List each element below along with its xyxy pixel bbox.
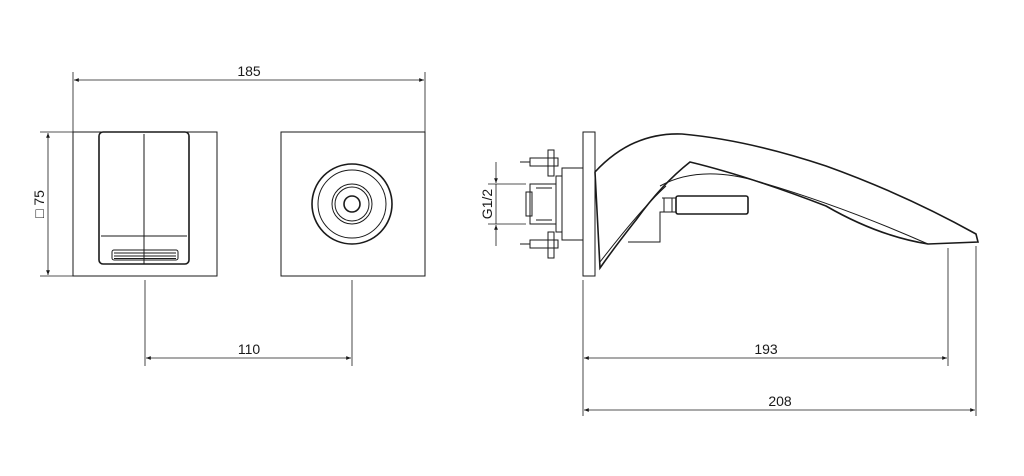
dimension-thread: G1/2 (479, 162, 526, 246)
dim-thread-label: G1/2 (479, 189, 495, 220)
dimension-110: 110 (144, 280, 353, 366)
dim-square-size-label: □ 75 (31, 190, 47, 218)
dimension-185: 185 (72, 63, 426, 132)
dim-center-distance-label: 110 (238, 341, 261, 357)
dimension-193: 193 (582, 248, 949, 416)
mixer-front-view (72, 131, 218, 277)
dim-spout-reach-label: 193 (754, 341, 778, 357)
side-view (520, 131, 980, 277)
dim-overall-width-label: 185 (237, 63, 261, 79)
dimension-75: □ 75 (31, 131, 73, 277)
dimension-208: 208 (584, 246, 977, 416)
spout-front-view (280, 131, 426, 277)
dim-total-depth-label: 208 (768, 393, 792, 409)
